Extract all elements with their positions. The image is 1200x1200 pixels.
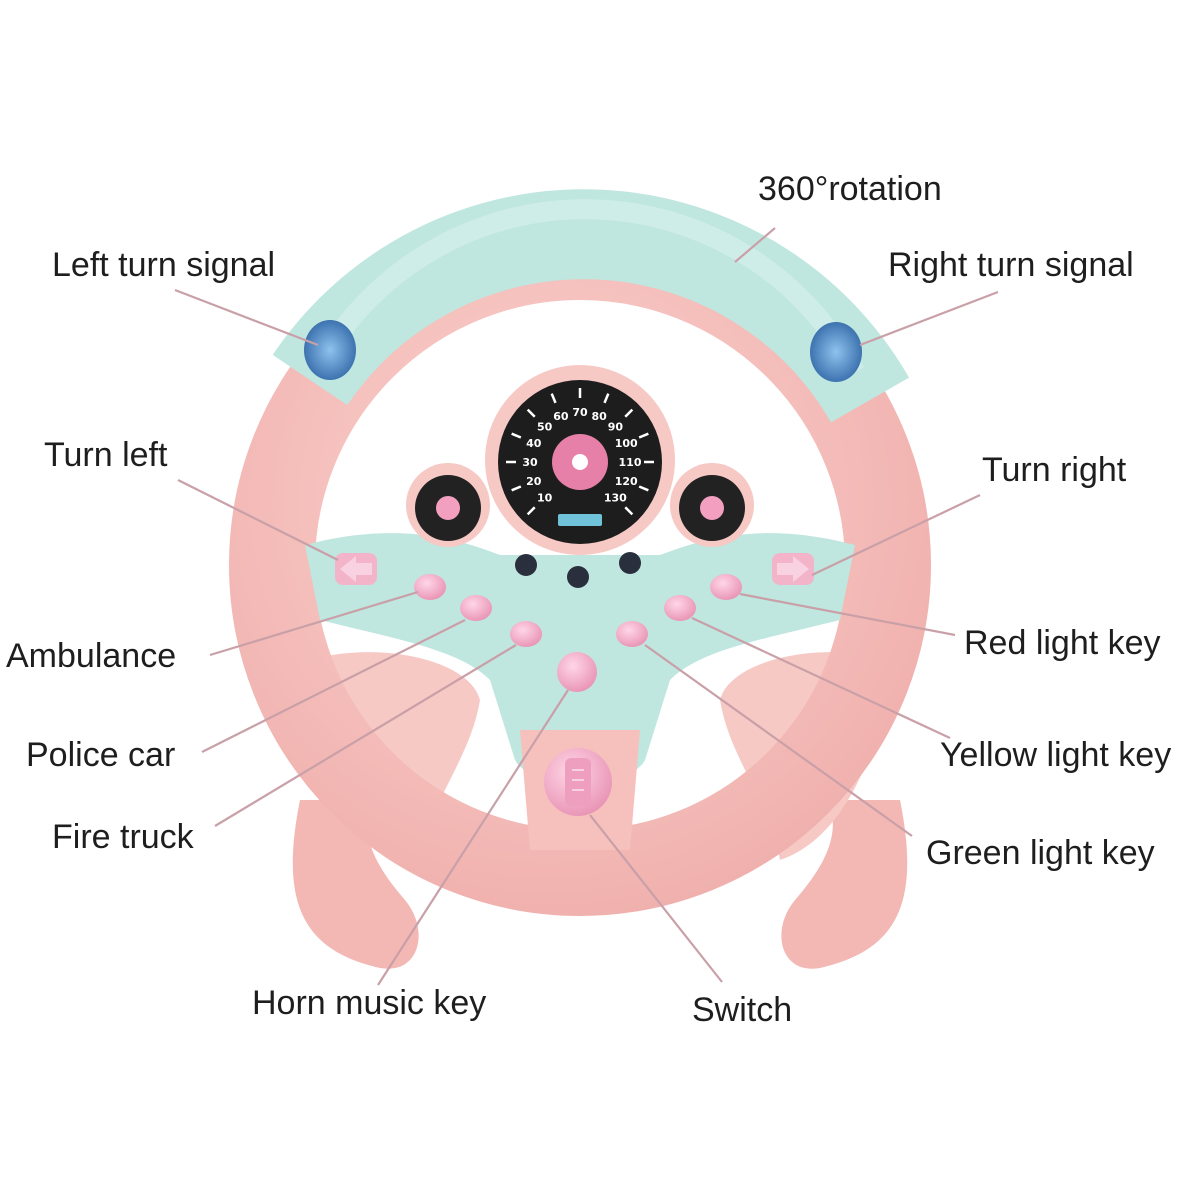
label-red-light-key: Red light key [964, 624, 1161, 662]
power-switch[interactable] [544, 748, 612, 816]
speedometer-tick-label: 30 [522, 456, 538, 469]
speedometer-tick-label: 120 [615, 475, 638, 488]
leader-switch [589, 814, 723, 983]
fire-truck-button[interactable] [510, 621, 542, 647]
leader-left-turn-signal [174, 288, 319, 347]
leader-police-car [201, 619, 466, 753]
speedometer-tick [624, 506, 634, 516]
turn-left-button[interactable] [335, 553, 377, 585]
right-turn-signal-light [810, 322, 862, 382]
indicator-light-center [567, 566, 589, 588]
label-ambulance: Ambulance [6, 637, 177, 675]
speedometer-tick [511, 485, 522, 492]
speedometer-tick [550, 393, 557, 404]
wheel-top-grip [272, 189, 910, 423]
speedometer-tick-label: 60 [553, 410, 569, 423]
speedometer-tick-label: 80 [591, 410, 607, 423]
leader-yellow-light-key [691, 617, 951, 739]
leader-right-turn-signal [859, 290, 999, 347]
ambulance-button[interactable] [414, 574, 446, 600]
speedometer-tick-label: 70 [572, 406, 588, 419]
speedometer-tick-label: 100 [615, 437, 638, 450]
police-car-button[interactable] [460, 595, 492, 621]
leader-ambulance [209, 590, 419, 657]
speedometer-needle-center [572, 454, 588, 470]
leader-fire-truck [214, 644, 517, 827]
label-360-rotation: 360°rotation [758, 170, 942, 208]
left-turn-signal-light [304, 320, 356, 380]
speedometer-tick [638, 432, 649, 439]
label-right-turn-signal: Right turn signal [888, 246, 1134, 284]
indicator-light-left [515, 554, 537, 576]
right-gauge-knob [700, 496, 724, 520]
leader-red-light-key [739, 592, 956, 637]
label-police-car: Police car [26, 736, 176, 774]
left-stand-leg [292, 800, 419, 969]
speedometer-tick [638, 485, 649, 492]
speedometer-tick-label: 50 [537, 421, 553, 434]
label-yellow-light-key: Yellow light key [940, 736, 1172, 774]
speedometer-tick [624, 408, 634, 418]
speedometer-tick-label: 110 [619, 456, 642, 469]
label-switch: Switch [692, 991, 793, 1029]
speedometer-tick-label: 20 [526, 475, 542, 488]
speedometer-tick-label: 40 [526, 437, 542, 450]
indicator-light-right [619, 552, 641, 574]
label-turn-left: Turn left [44, 436, 168, 474]
speedometer-tick [526, 408, 536, 418]
turn-right-button[interactable] [772, 553, 814, 585]
leader-turn-left [177, 479, 339, 561]
red-light-key-button[interactable] [710, 574, 742, 600]
yellow-light-key-button[interactable] [664, 595, 696, 621]
label-fire-truck: Fire truck [52, 818, 194, 856]
top-grip-highlight [316, 199, 864, 377]
green-light-key-button[interactable] [616, 621, 648, 647]
right-stand-leg [781, 800, 908, 969]
label-turn-right: Turn right [982, 451, 1127, 489]
leader-horn-music-key [377, 689, 569, 986]
speedometer-tick-label: 130 [604, 491, 627, 504]
speedometer-tick-label: 90 [608, 421, 624, 434]
speedometer-tick-label: 10 [537, 491, 553, 504]
speedometer-tick [526, 506, 536, 516]
speedometer-display [558, 514, 602, 526]
left-gauge-knob [436, 496, 460, 520]
leader-rotation [734, 227, 776, 263]
label-left-turn-signal: Left turn signal [52, 246, 276, 284]
leader-green-light-key [644, 644, 913, 837]
label-green-light-key: Green light key [926, 834, 1155, 872]
speedometer-tick [603, 393, 610, 404]
label-horn-music-key: Horn music key [252, 984, 487, 1022]
leader-turn-right [811, 494, 981, 576]
horn-music-key-button[interactable] [557, 652, 597, 692]
speedometer-tick [511, 432, 522, 439]
